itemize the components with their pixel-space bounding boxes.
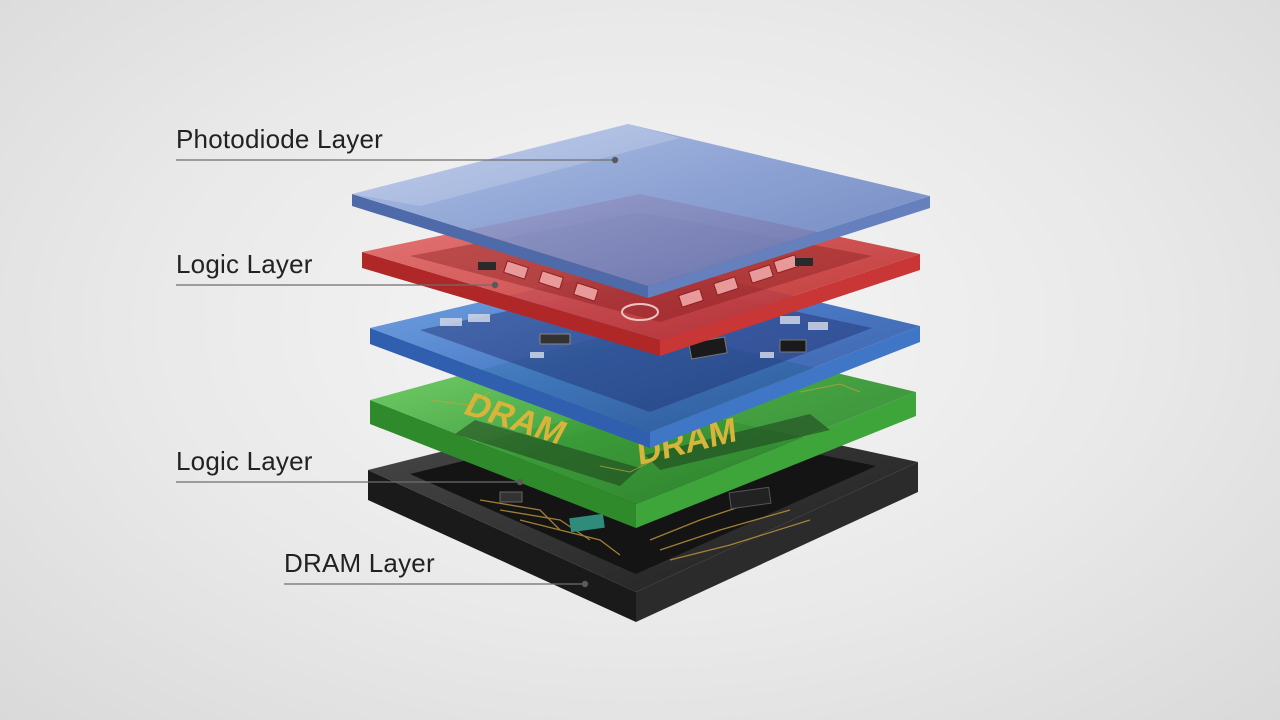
leader-dot-logic-upper bbox=[491, 281, 499, 289]
label-photodiode-layer: Photodiode Layer bbox=[176, 124, 384, 154]
green-circuit-traces bbox=[429, 383, 861, 473]
base-component-small bbox=[499, 491, 523, 503]
blue-right-side bbox=[650, 326, 920, 448]
photodiode-layer bbox=[352, 124, 930, 298]
photodiode-left-side bbox=[352, 194, 648, 298]
photodiode-right-side bbox=[648, 196, 930, 298]
base-right-side bbox=[636, 462, 918, 622]
green-left-side bbox=[370, 400, 636, 528]
blue-components bbox=[440, 314, 828, 358]
base-circuit-traces bbox=[479, 499, 811, 561]
leader-dot-dram bbox=[581, 580, 589, 588]
leader-lines bbox=[176, 159, 615, 585]
leader-dots bbox=[491, 156, 619, 588]
green-dram-block-left bbox=[455, 420, 640, 486]
red-chip-left bbox=[478, 262, 496, 270]
green-dram-block-right bbox=[645, 414, 830, 470]
red-ring-component bbox=[621, 303, 659, 321]
base-chip bbox=[728, 486, 772, 510]
photodiode-top bbox=[352, 124, 930, 286]
blue-left-side bbox=[370, 328, 650, 448]
leader-dot-photodiode bbox=[611, 156, 619, 164]
photodiode-glare bbox=[352, 124, 680, 206]
base-component bbox=[569, 513, 605, 533]
label-logic-layer-lower: Logic Layer bbox=[176, 446, 313, 476]
label-dram-layer: DRAM Layer bbox=[284, 548, 435, 578]
blue-chip-small bbox=[779, 339, 807, 353]
label-logic-layer-upper: Logic Layer bbox=[176, 249, 313, 279]
red-left-side bbox=[362, 252, 660, 356]
red-components bbox=[503, 254, 799, 308]
leader-dot-logic-lower bbox=[516, 478, 524, 486]
red-right-side bbox=[660, 254, 920, 356]
green-right-side bbox=[636, 392, 916, 528]
blue-chip-left bbox=[539, 333, 571, 345]
red-chip-right bbox=[795, 258, 813, 266]
